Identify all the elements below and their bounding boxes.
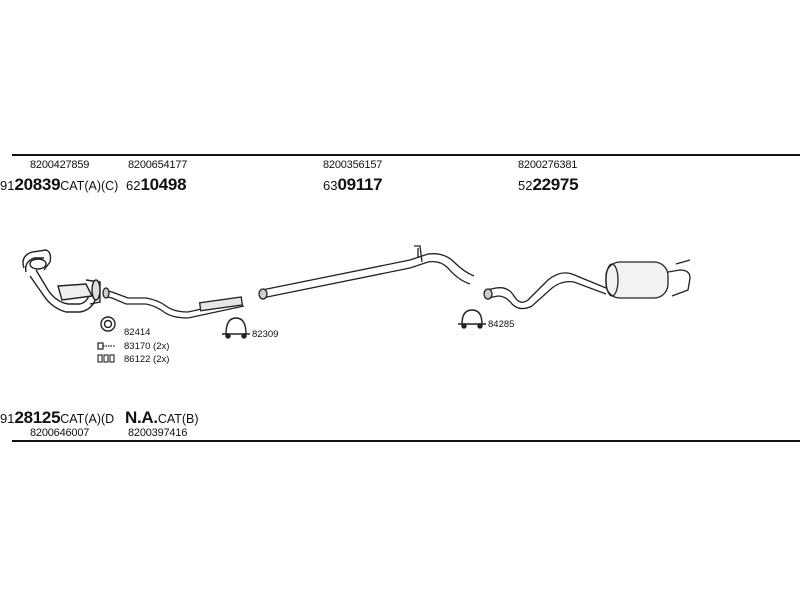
clamp-84285-drawing (458, 309, 486, 329)
part-number-bottom-1: 8200646007 (30, 427, 90, 439)
part-code: 10498 (140, 175, 187, 194)
part-prefix: 52 (518, 178, 533, 193)
part-number-top-1: 8200427859 (30, 159, 90, 171)
ring-82414-drawing (100, 316, 116, 332)
front-pipe-drawing (102, 287, 245, 319)
part-code: 20839 (14, 175, 61, 194)
callout-82309: 82309 (252, 329, 279, 340)
rear-silencer-drawing (483, 259, 691, 310)
part-suffix: CAT(B) (157, 412, 199, 426)
bolt-83170-drawing (97, 342, 115, 350)
part-code: 28125 (14, 408, 61, 427)
callout-86122: 86122 (2x) (124, 354, 170, 365)
part-code-top-1: 9120839CAT(A)(C) (0, 176, 118, 194)
part-number-bottom-2: 8200397416 (128, 427, 188, 439)
nut-86122-drawing (97, 354, 115, 363)
part-number-top-3: 8200356157 (323, 159, 383, 171)
part-code: 09117 (337, 175, 383, 194)
clamp-82309-drawing (222, 317, 250, 339)
part-code: 22975 (532, 175, 579, 194)
part-code: N.A. (125, 408, 158, 427)
part-code-top-2: 6210498 (126, 175, 187, 194)
part-code-bottom-2: N.A.CAT(B) (125, 409, 199, 427)
callout-84285: 84285 (488, 319, 515, 330)
middle-pipe-drawing (258, 245, 475, 300)
top-rule (12, 154, 800, 156)
part-code-bottom-1: 9128125CAT(A)(D (0, 409, 114, 427)
part-prefix: 62 (126, 178, 141, 193)
part-prefix: 91 (0, 178, 15, 193)
callout-83170: 83170 (2x) (124, 341, 170, 352)
part-suffix: CAT(A)(C) (60, 179, 119, 193)
part-prefix: 63 (323, 178, 338, 193)
part-code-top-4: 5222975 (518, 175, 579, 194)
catalytic-converter-drawing (22, 249, 101, 313)
part-prefix: 91 (0, 411, 15, 426)
part-number-top-4: 8200276381 (518, 159, 578, 171)
bottom-rule (12, 440, 800, 442)
callout-82414: 82414 (124, 327, 151, 338)
part-number-top-2: 8200654177 (128, 159, 188, 171)
part-code-top-3: 6309117 (323, 175, 383, 194)
part-suffix: CAT(A)(D (60, 412, 115, 426)
